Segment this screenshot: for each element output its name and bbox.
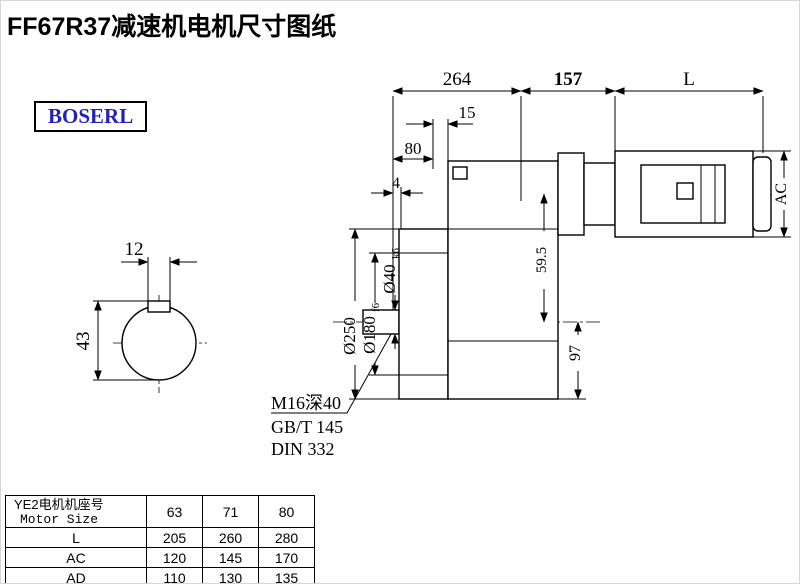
dim-4 bbox=[371, 187, 423, 229]
dim-label-97: 97 bbox=[567, 345, 584, 361]
output-flange bbox=[398, 228, 449, 400]
dim-diameters bbox=[349, 228, 399, 400]
dim-mask bbox=[531, 231, 550, 289]
oil-plug bbox=[452, 166, 468, 180]
table-row-AD: AD 110 130 135 bbox=[5, 567, 315, 583]
table-cell: 135 bbox=[258, 567, 315, 583]
table-cell: 280 bbox=[258, 527, 315, 548]
dim-mask bbox=[568, 335, 587, 371]
row-label: L bbox=[5, 527, 147, 548]
dim-label-key-width: 12 bbox=[125, 239, 144, 260]
table-cell: 170 bbox=[258, 547, 315, 568]
dim-label-15: 15 bbox=[459, 103, 476, 122]
note-tap: M16深40 bbox=[271, 393, 341, 413]
table-header-row: YE2电机机座号 Motor Size 63 71 80 bbox=[5, 495, 315, 528]
dim-key-height bbox=[93, 300, 159, 381]
dim-top-lengths bbox=[392, 87, 764, 310]
shaft-cross-section bbox=[121, 300, 197, 381]
table-row-AC: AC 120 145 170 bbox=[5, 547, 315, 568]
table-size-80: 80 bbox=[258, 495, 315, 528]
table-cell: 110 bbox=[146, 567, 203, 583]
page-title: FF67R37减速机电机尺寸图纸 bbox=[7, 13, 337, 41]
row-label: AC bbox=[5, 547, 147, 568]
table-cell: 260 bbox=[202, 527, 259, 548]
table-cell: 145 bbox=[202, 547, 259, 568]
table-row-L: L 205 260 280 bbox=[5, 527, 315, 548]
note-leader bbox=[271, 333, 392, 414]
dim-label-59-5: 59.5 bbox=[534, 247, 550, 273]
table-header-cn: YE2电机机座号 bbox=[14, 496, 104, 512]
dim-mask bbox=[774, 178, 793, 210]
motor-adapter-flange bbox=[557, 152, 585, 236]
dim-label-key-height: 43 bbox=[73, 332, 94, 351]
dim-label-dia180-tol: f6 bbox=[370, 302, 382, 312]
dim-label-dia40-tol: k6 bbox=[390, 248, 402, 260]
dim-label-157: 157 bbox=[554, 69, 583, 90]
dim-label-264: 264 bbox=[443, 69, 472, 90]
fan-cover bbox=[752, 156, 772, 232]
table-cell: 130 bbox=[202, 567, 259, 583]
table-cell: 205 bbox=[146, 527, 203, 548]
dim-label-L: L bbox=[683, 69, 695, 90]
motor-adapter bbox=[583, 162, 616, 226]
dim-label-4: 4 bbox=[392, 175, 400, 192]
table-size-71: 71 bbox=[202, 495, 259, 528]
dim-label-ac: AC bbox=[773, 183, 790, 205]
table-header-cell: YE2电机机座号 Motor Size bbox=[5, 495, 147, 528]
keyway bbox=[147, 300, 171, 313]
dim-label-80: 80 bbox=[405, 139, 422, 158]
row-label: AD bbox=[5, 567, 147, 583]
note-din-standard: DIN 332 bbox=[271, 439, 335, 459]
table-size-63: 63 bbox=[146, 495, 203, 528]
output-shaft bbox=[362, 309, 400, 335]
dim-label-dia250: Ø250 bbox=[340, 317, 359, 355]
dim-label-dia180: Ø180 bbox=[360, 316, 379, 354]
motor-terminal-box bbox=[676, 182, 694, 200]
dim-label-dia40: Ø40 bbox=[380, 264, 399, 293]
table-header-en: Motor Size bbox=[20, 511, 99, 527]
shaft-section-circle bbox=[121, 305, 197, 381]
motor-size-table: YE2电机机座号 Motor Size 63 71 80 L 205 260 2… bbox=[5, 495, 315, 583]
brand-logo: BOSERL bbox=[34, 101, 148, 132]
note-gb-standard: GB/T 145 bbox=[271, 417, 343, 437]
table-cell: 120 bbox=[146, 547, 203, 568]
dim-key-width bbox=[121, 257, 197, 301]
